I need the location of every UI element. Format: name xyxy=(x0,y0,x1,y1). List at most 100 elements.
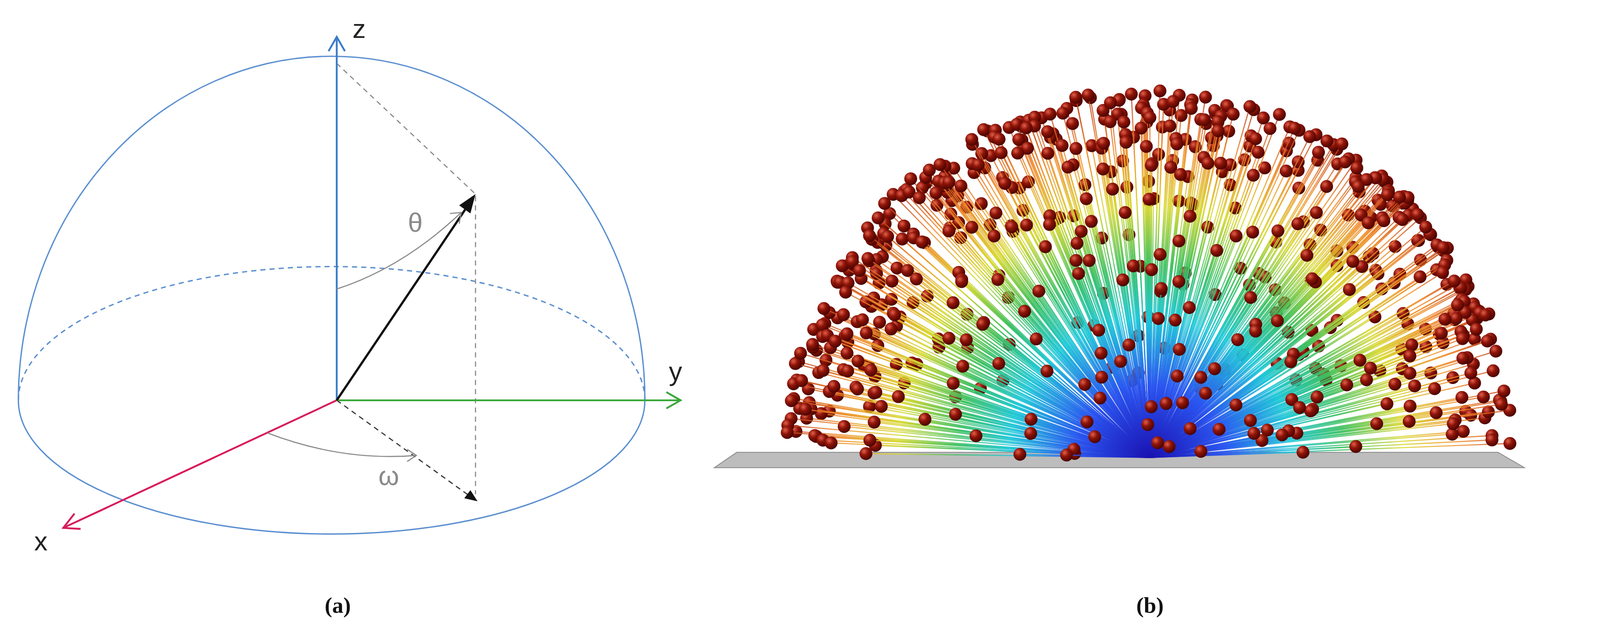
ray xyxy=(1150,344,1412,458)
sample-ball xyxy=(912,191,926,205)
projection-lines xyxy=(336,63,476,497)
ray xyxy=(901,238,1150,458)
sample-ball xyxy=(976,317,990,331)
ray xyxy=(1150,339,1491,458)
ray xyxy=(1150,377,1202,458)
sample-ball xyxy=(1139,139,1154,153)
sample-ball xyxy=(1056,106,1070,120)
sample-ball xyxy=(824,436,838,450)
sample-ball xyxy=(1176,395,1190,410)
vector-line xyxy=(336,206,468,401)
ray xyxy=(1150,167,1171,458)
sample-ball xyxy=(1284,355,1298,369)
sample-ball xyxy=(1456,351,1470,365)
sample-ball xyxy=(1275,428,1289,442)
sample-ball xyxy=(1377,214,1391,228)
ray xyxy=(1150,219,1403,458)
sample-ball xyxy=(1243,99,1257,113)
omega-arc xyxy=(267,432,417,462)
sample-ball xyxy=(806,337,820,351)
sample-ball xyxy=(1055,139,1069,153)
ray xyxy=(1150,208,1413,458)
sample-ball xyxy=(1151,436,1165,450)
ray xyxy=(852,261,1150,458)
ray xyxy=(1049,224,1151,458)
sample-ball xyxy=(1119,135,1133,149)
sample-ball xyxy=(1388,240,1402,254)
sample-ball xyxy=(1096,136,1111,150)
sample-ball xyxy=(1279,164,1293,178)
sample-ball xyxy=(888,308,902,322)
sample-ball xyxy=(1201,156,1215,170)
ray xyxy=(874,422,1151,458)
sample-ball xyxy=(1320,134,1334,148)
arc-head xyxy=(449,212,462,224)
ray xyxy=(1150,361,1291,458)
sample-ball xyxy=(1229,229,1243,243)
sample-ball xyxy=(891,390,905,404)
ray xyxy=(1150,280,1455,458)
ray xyxy=(1150,320,1278,458)
ray-bundle xyxy=(780,84,1517,461)
sample-ball xyxy=(1366,246,1380,260)
sample-ball xyxy=(1032,284,1046,298)
sample-ball xyxy=(837,307,851,322)
ray xyxy=(1150,165,1152,458)
sample-ball xyxy=(841,364,855,378)
sample-ball xyxy=(1343,283,1357,297)
ray xyxy=(1072,164,1151,458)
sample-ball xyxy=(1380,188,1394,202)
sample-ball xyxy=(1503,436,1517,450)
sample-ball xyxy=(1183,209,1197,223)
ray xyxy=(1150,214,1362,458)
sample-ball xyxy=(956,359,970,373)
ray xyxy=(1150,319,1473,458)
ray xyxy=(1150,217,1400,458)
sample-ball xyxy=(1095,370,1109,384)
ray xyxy=(1150,412,1437,458)
sample-ball xyxy=(1450,298,1464,312)
ray xyxy=(1047,153,1151,458)
ray xyxy=(1150,331,1461,458)
ray xyxy=(1150,383,1395,458)
sample-ball xyxy=(827,379,841,393)
sample-ball xyxy=(1184,101,1198,116)
ray xyxy=(1150,303,1474,458)
sample-ball xyxy=(969,429,983,443)
sample-ball xyxy=(1194,444,1208,458)
equator-front xyxy=(18,400,645,534)
ray xyxy=(907,270,1151,458)
dashed-line xyxy=(474,195,477,494)
ray xyxy=(1150,307,1475,458)
ray xyxy=(1026,224,1151,458)
axis-head xyxy=(666,391,681,409)
sample-ball xyxy=(1094,346,1108,360)
ray xyxy=(1150,140,1328,458)
sample-ball xyxy=(1486,364,1500,378)
sample-ball xyxy=(798,402,812,416)
sample-ball xyxy=(1182,300,1196,314)
ray xyxy=(982,323,1151,458)
ray xyxy=(1150,181,1356,458)
sample-ball xyxy=(1172,234,1186,248)
sample-ball xyxy=(1074,224,1088,239)
sample-ball xyxy=(942,224,956,238)
sample-ball xyxy=(1092,323,1106,337)
sample-ball xyxy=(867,415,881,429)
sample-ball xyxy=(1172,342,1186,356)
sample-ball xyxy=(1142,192,1156,206)
sample-ball xyxy=(942,175,956,189)
sample-ball xyxy=(1403,366,1417,380)
ray xyxy=(827,335,1151,458)
ray xyxy=(978,164,1151,458)
ray xyxy=(866,453,1151,458)
sample-ball xyxy=(933,157,947,172)
ray xyxy=(960,185,1151,458)
sample-ball xyxy=(1455,390,1469,405)
sample-ball xyxy=(1024,412,1038,426)
ray xyxy=(1150,375,1178,458)
sample-ball xyxy=(1214,156,1228,170)
dashed-line xyxy=(336,400,472,498)
ray xyxy=(1036,338,1151,458)
sample-ball xyxy=(1293,401,1307,415)
